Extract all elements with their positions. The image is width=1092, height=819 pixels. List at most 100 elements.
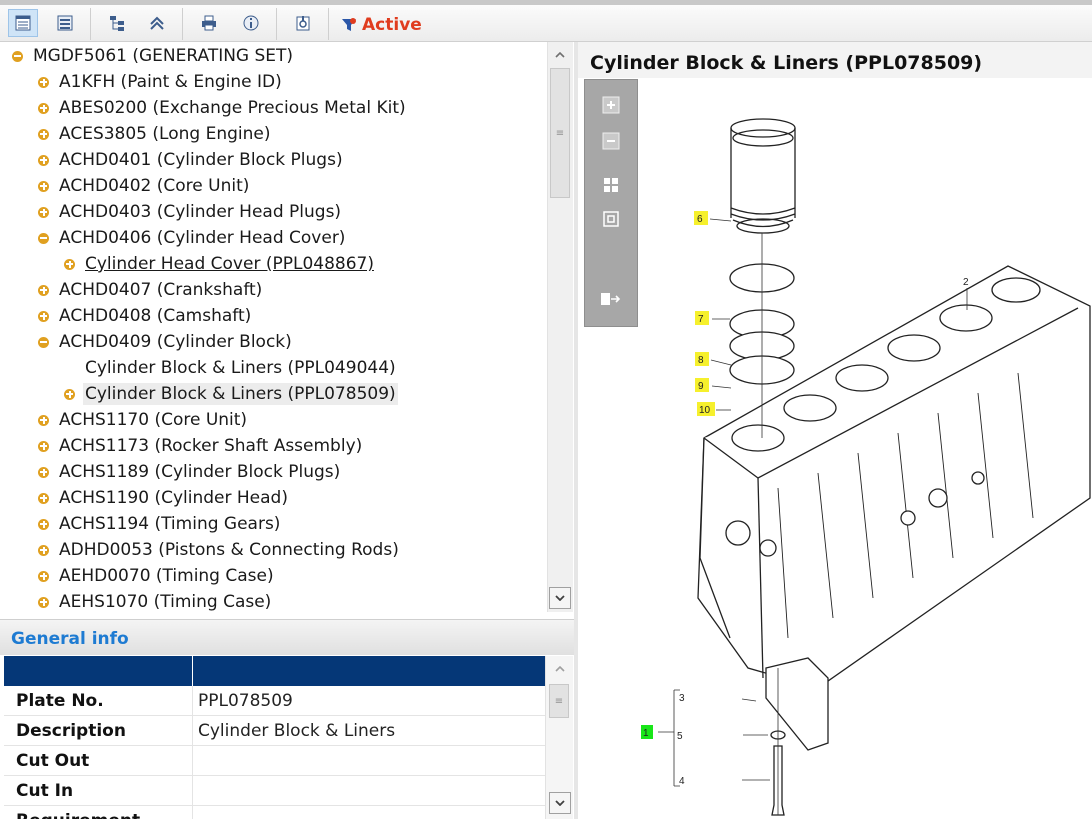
callout-1[interactable]: 1: [643, 728, 649, 739]
expand-icon[interactable]: [38, 544, 49, 556]
expand-icon[interactable]: [38, 128, 49, 140]
callout-4[interactable]: 4: [679, 776, 685, 787]
tree-node[interactable]: ACHD0408 (Camshaft): [38, 304, 253, 328]
scroll-thumb[interactable]: ≡: [550, 68, 570, 198]
tree-node-label[interactable]: ACES3805 (Long Engine): [59, 124, 271, 144]
expand-icon[interactable]: [38, 518, 49, 530]
info-row[interactable]: Requirement: [4, 806, 545, 819]
expand-icon[interactable]: [38, 414, 49, 426]
collapse-node-icon[interactable]: [12, 50, 23, 62]
grid-scrollbar[interactable]: ≡: [545, 656, 573, 819]
scroll-down-button[interactable]: [549, 587, 571, 609]
scroll-up-button[interactable]: [549, 44, 571, 66]
tree-node-label[interactable]: ACHD0409 (Cylinder Block): [59, 332, 292, 352]
tree-node-label[interactable]: Cylinder Block & Liners (PPL049044): [85, 358, 396, 378]
cylinder-block[interactable]: [697, 265, 1091, 689]
tree-node[interactable]: Cylinder Block & Liners (PPL078509): [64, 382, 398, 406]
expand-icon[interactable]: [38, 206, 49, 218]
collapse-button[interactable]: [142, 9, 172, 37]
parts-tree[interactable]: MGDF5061 (GENERATING SET) A1KFH (Paint & …: [0, 42, 546, 612]
panel-splitter[interactable]: [574, 42, 578, 819]
callout-8[interactable]: 8: [698, 355, 704, 366]
callout-10[interactable]: 10: [699, 405, 711, 416]
tree-node-label[interactable]: Cylinder Head Cover (PPL048867): [85, 254, 374, 274]
tree-scrollbar[interactable]: ≡: [547, 42, 573, 612]
info-row[interactable]: Cut In: [4, 776, 545, 806]
tree-node-label[interactable]: ACHD0408 (Camshaft): [59, 306, 252, 326]
tree-node-label[interactable]: ACHD0407 (Crankshaft): [59, 280, 263, 300]
tree-node-label[interactable]: ACHS1194 (Timing Gears): [59, 514, 281, 534]
zoom-in-button[interactable]: [600, 94, 622, 116]
tree-node-label[interactable]: ACHS1190 (Cylinder Head): [59, 488, 288, 508]
tree-node[interactable]: ACES3805 (Long Engine): [38, 122, 272, 146]
callout-9[interactable]: 9: [698, 381, 704, 392]
collapse-node-icon[interactable]: [38, 336, 49, 348]
tree-node[interactable]: ACHD0406 (Cylinder Head Cover): [38, 226, 347, 250]
expand-icon[interactable]: [38, 76, 49, 88]
expand-icon[interactable]: [38, 492, 49, 504]
tree-node[interactable]: AEHS1070 (Timing Case): [38, 590, 273, 612]
tree-node-label[interactable]: ACHS1170 (Core Unit): [59, 410, 248, 430]
grid-scroll-down-button[interactable]: [549, 792, 571, 814]
tree-node-label[interactable]: ACHD0402 (Core Unit): [59, 176, 250, 196]
zoom-out-button[interactable]: [600, 130, 622, 152]
expand-icon[interactable]: [38, 310, 49, 322]
expand-icon[interactable]: [38, 596, 49, 608]
expand-icon[interactable]: [64, 388, 75, 400]
tree-node-label[interactable]: ACHS1189 (Cylinder Block Plugs): [59, 462, 341, 482]
tree-node-label[interactable]: ABES0200 (Exchange Precious Metal Kit): [59, 98, 406, 118]
expand-icon[interactable]: [38, 440, 49, 452]
tree-node[interactable]: ACHS1189 (Cylinder Block Plugs): [38, 460, 342, 484]
view-list-button[interactable]: [8, 9, 38, 37]
expand-icon[interactable]: [38, 154, 49, 166]
next-page-button[interactable]: [600, 288, 622, 310]
tree-node-label[interactable]: Cylinder Block & Liners (PPL078509): [83, 383, 398, 405]
tree-node[interactable]: ACHD0407 (Crankshaft): [38, 278, 264, 302]
grid-scroll-thumb[interactable]: ≡: [549, 684, 569, 718]
tree-node[interactable]: AEHD0070 (Timing Case): [38, 564, 276, 588]
tree-node[interactable]: ABES0200 (Exchange Precious Metal Kit): [38, 96, 408, 120]
tree-node[interactable]: ACHS1170 (Core Unit): [38, 408, 249, 432]
tree-node[interactable]: Cylinder Block & Liners (PPL049044): [64, 356, 398, 380]
callout-7[interactable]: 7: [698, 314, 704, 325]
expand-icon[interactable]: [38, 180, 49, 192]
actual-size-button[interactable]: [600, 208, 622, 230]
print-button[interactable]: [194, 9, 224, 37]
info-row[interactable]: Cut Out: [4, 746, 545, 776]
exploded-parts-drawing[interactable]: 6 7 8 9 10 1 2 3 5 4: [638, 78, 1092, 819]
tree-node-label[interactable]: MGDF5061 (GENERATING SET): [33, 46, 294, 66]
expand-icon[interactable]: [38, 102, 49, 114]
tree-node-label[interactable]: ACHD0406 (Cylinder Head Cover): [59, 228, 346, 248]
callout-5[interactable]: 5: [677, 731, 683, 742]
grid-scroll-up-button[interactable]: [549, 658, 571, 680]
info-row[interactable]: Plate No.PPL078509: [4, 686, 545, 716]
tree-node[interactable]: MGDF5061 (GENERATING SET): [12, 44, 295, 68]
callout-2[interactable]: 2: [963, 277, 969, 288]
tree-node-label[interactable]: A1KFH (Paint & Engine ID): [59, 72, 282, 92]
general-info-header[interactable]: General info: [0, 619, 574, 655]
tree-node-label[interactable]: ACHD0403 (Cylinder Head Plugs): [59, 202, 342, 222]
tree-node[interactable]: ACHS1173 (Rocker Shaft Assembly): [38, 434, 364, 458]
main-bearing-cap[interactable]: [765, 657, 829, 751]
callout-3[interactable]: 3: [679, 693, 685, 704]
tree-node[interactable]: Cylinder Head Cover (PPL048867): [64, 252, 376, 276]
expand-icon[interactable]: [64, 258, 75, 270]
tree-node[interactable]: ACHD0403 (Cylinder Head Plugs): [38, 200, 343, 224]
expand-icon[interactable]: [38, 466, 49, 478]
info-button[interactable]: [236, 9, 266, 37]
export-button[interactable]: [288, 9, 318, 37]
tree-node[interactable]: ACHS1194 (Timing Gears): [38, 512, 282, 536]
tree-button[interactable]: [102, 9, 132, 37]
tree-node[interactable]: ACHD0401 (Cylinder Block Plugs): [38, 148, 345, 172]
tree-node[interactable]: ADHD0053 (Pistons & Connecting Rods): [38, 538, 401, 562]
collapse-node-icon[interactable]: [38, 232, 49, 244]
tree-node-label[interactable]: AEHD0070 (Timing Case): [59, 566, 274, 586]
tree-node-label[interactable]: ACHS1173 (Rocker Shaft Assembly): [59, 436, 363, 456]
cylinder-liner[interactable]: [730, 118, 796, 234]
fit-to-window-button[interactable]: [600, 174, 622, 196]
tree-node[interactable]: ACHD0409 (Cylinder Block): [38, 330, 294, 354]
tree-node-label[interactable]: ACHD0401 (Cylinder Block Plugs): [59, 150, 343, 170]
tree-node-label[interactable]: ADHD0053 (Pistons & Connecting Rods): [59, 540, 399, 560]
active-filter-button[interactable]: Active: [340, 13, 422, 37]
